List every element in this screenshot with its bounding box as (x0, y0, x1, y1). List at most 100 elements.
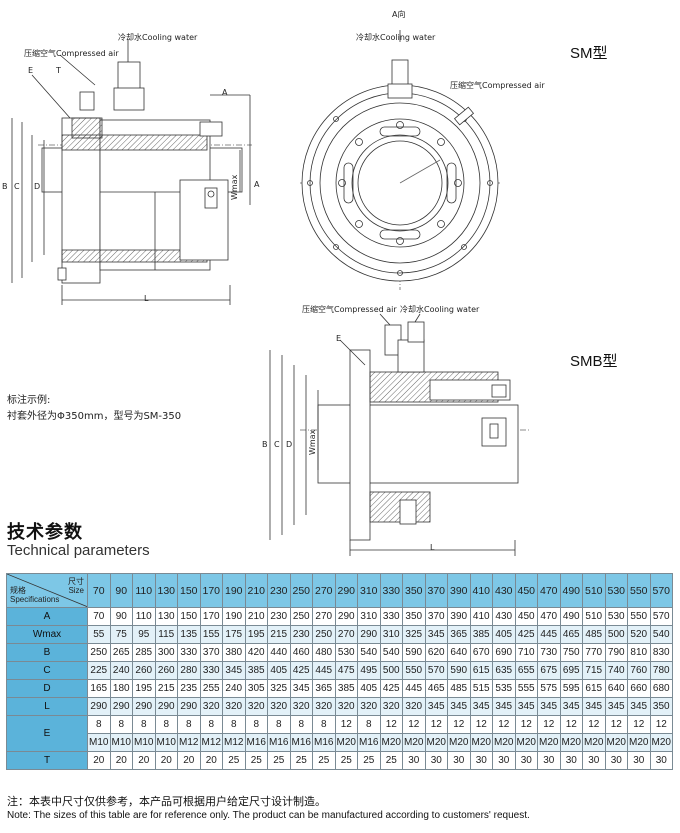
corner-spec-cn: 规格 (10, 586, 26, 595)
value-cell: 425 (289, 661, 313, 680)
value-cell: M20 (447, 733, 471, 752)
size-header-cell: 470 (537, 573, 561, 608)
sm-model-label: SM型 (570, 45, 608, 62)
value-cell: 8 (132, 715, 156, 734)
value-cell: 55 (87, 625, 111, 644)
value-cell: 12 (514, 715, 538, 734)
value-cell: 290 (177, 697, 201, 716)
smb-e-label: E (336, 334, 342, 343)
row-label-cell: E (6, 715, 88, 752)
smb-wmax-label: Wmax (308, 429, 317, 455)
value-cell: 25 (289, 751, 313, 770)
value-cell: 175 (222, 625, 246, 644)
value-cell: 320 (199, 697, 223, 716)
value-cell: M16 (357, 733, 381, 752)
value-cell: 180 (109, 679, 133, 698)
value-cell: 12 (559, 715, 583, 734)
value-cell: 760 (627, 661, 651, 680)
size-header-cell: 250 (289, 573, 313, 608)
value-cell: 25 (244, 751, 268, 770)
value-cell: 225 (87, 661, 111, 680)
value-cell: 345 (447, 697, 471, 716)
value-cell: M20 (424, 733, 448, 752)
value-cell: 30 (492, 751, 516, 770)
size-header-cell: 350 (402, 573, 426, 608)
value-cell: 385 (334, 679, 358, 698)
value-cell: M20 (537, 733, 561, 752)
value-cell: 30 (604, 751, 628, 770)
value-cell: 195 (132, 679, 156, 698)
smb-b-label: B (262, 440, 268, 449)
row-label-cell: L (6, 697, 88, 716)
value-cell: 12 (379, 715, 403, 734)
corner-spec-en: Specifications (10, 595, 60, 604)
value-cell: 405 (357, 679, 381, 698)
value-cell: 30 (559, 751, 583, 770)
corner-diagonal (7, 574, 87, 607)
value-cell: 290 (334, 607, 358, 626)
value-cell: 370 (424, 607, 448, 626)
value-cell: 660 (627, 679, 651, 698)
value-cell: 270 (312, 607, 336, 626)
value-cell: 8 (87, 715, 111, 734)
value-cell: M20 (334, 733, 358, 752)
value-cell: 25 (267, 751, 291, 770)
row-label-cell: T (6, 751, 88, 770)
front-cooling-water-label: 冷却水Cooling water (356, 33, 436, 42)
value-cell: 30 (469, 751, 493, 770)
value-cell: 635 (492, 661, 516, 680)
note-en: Note: The sizes of this table are for re… (7, 810, 530, 821)
value-cell: 8 (312, 715, 336, 734)
value-cell: 345 (469, 697, 493, 716)
value-cell: 425 (514, 625, 538, 644)
value-cell: 540 (379, 643, 403, 662)
value-cell: 345 (559, 697, 583, 716)
value-cell: 595 (559, 679, 583, 698)
value-cell: M10 (132, 733, 156, 752)
sm-e-label: E (28, 66, 34, 75)
value-cell: 345 (604, 697, 628, 716)
value-cell: 510 (582, 607, 606, 626)
value-cell: 570 (424, 661, 448, 680)
value-cell: 670 (469, 643, 493, 662)
value-cell: 310 (357, 607, 381, 626)
value-cell: 215 (154, 679, 178, 698)
value-cell: 195 (244, 625, 268, 644)
size-header-cell: 430 (492, 573, 516, 608)
value-cell: 12 (537, 715, 561, 734)
value-cell: 250 (87, 643, 111, 662)
value-cell: 20 (154, 751, 178, 770)
value-cell: 500 (379, 661, 403, 680)
value-cell: 320 (244, 697, 268, 716)
size-header-cell: 390 (447, 573, 471, 608)
value-cell: 350 (402, 607, 426, 626)
value-cell: 30 (627, 751, 651, 770)
value-cell: 310 (379, 625, 403, 644)
value-cell: 530 (604, 607, 628, 626)
row-label-cell: A (6, 607, 88, 626)
value-cell: M10 (109, 733, 133, 752)
value-cell: 20 (109, 751, 133, 770)
value-cell: 165 (87, 679, 111, 698)
value-cell: 480 (312, 643, 336, 662)
value-cell: M20 (469, 733, 493, 752)
value-cell: 405 (492, 625, 516, 644)
value-cell: 350 (649, 697, 673, 716)
value-cell: 90 (109, 607, 133, 626)
value-cell: 320 (312, 697, 336, 716)
value-cell: 445 (312, 661, 336, 680)
value-cell: 430 (492, 607, 516, 626)
row-label-cell: Wmax (6, 625, 88, 644)
size-header-cell: 130 (154, 573, 178, 608)
value-cell: M12 (199, 733, 223, 752)
value-cell: 12 (334, 715, 358, 734)
value-cell: 240 (109, 661, 133, 680)
value-cell: 490 (559, 607, 583, 626)
value-cell: 30 (582, 751, 606, 770)
row-label-cell: D (6, 679, 88, 698)
